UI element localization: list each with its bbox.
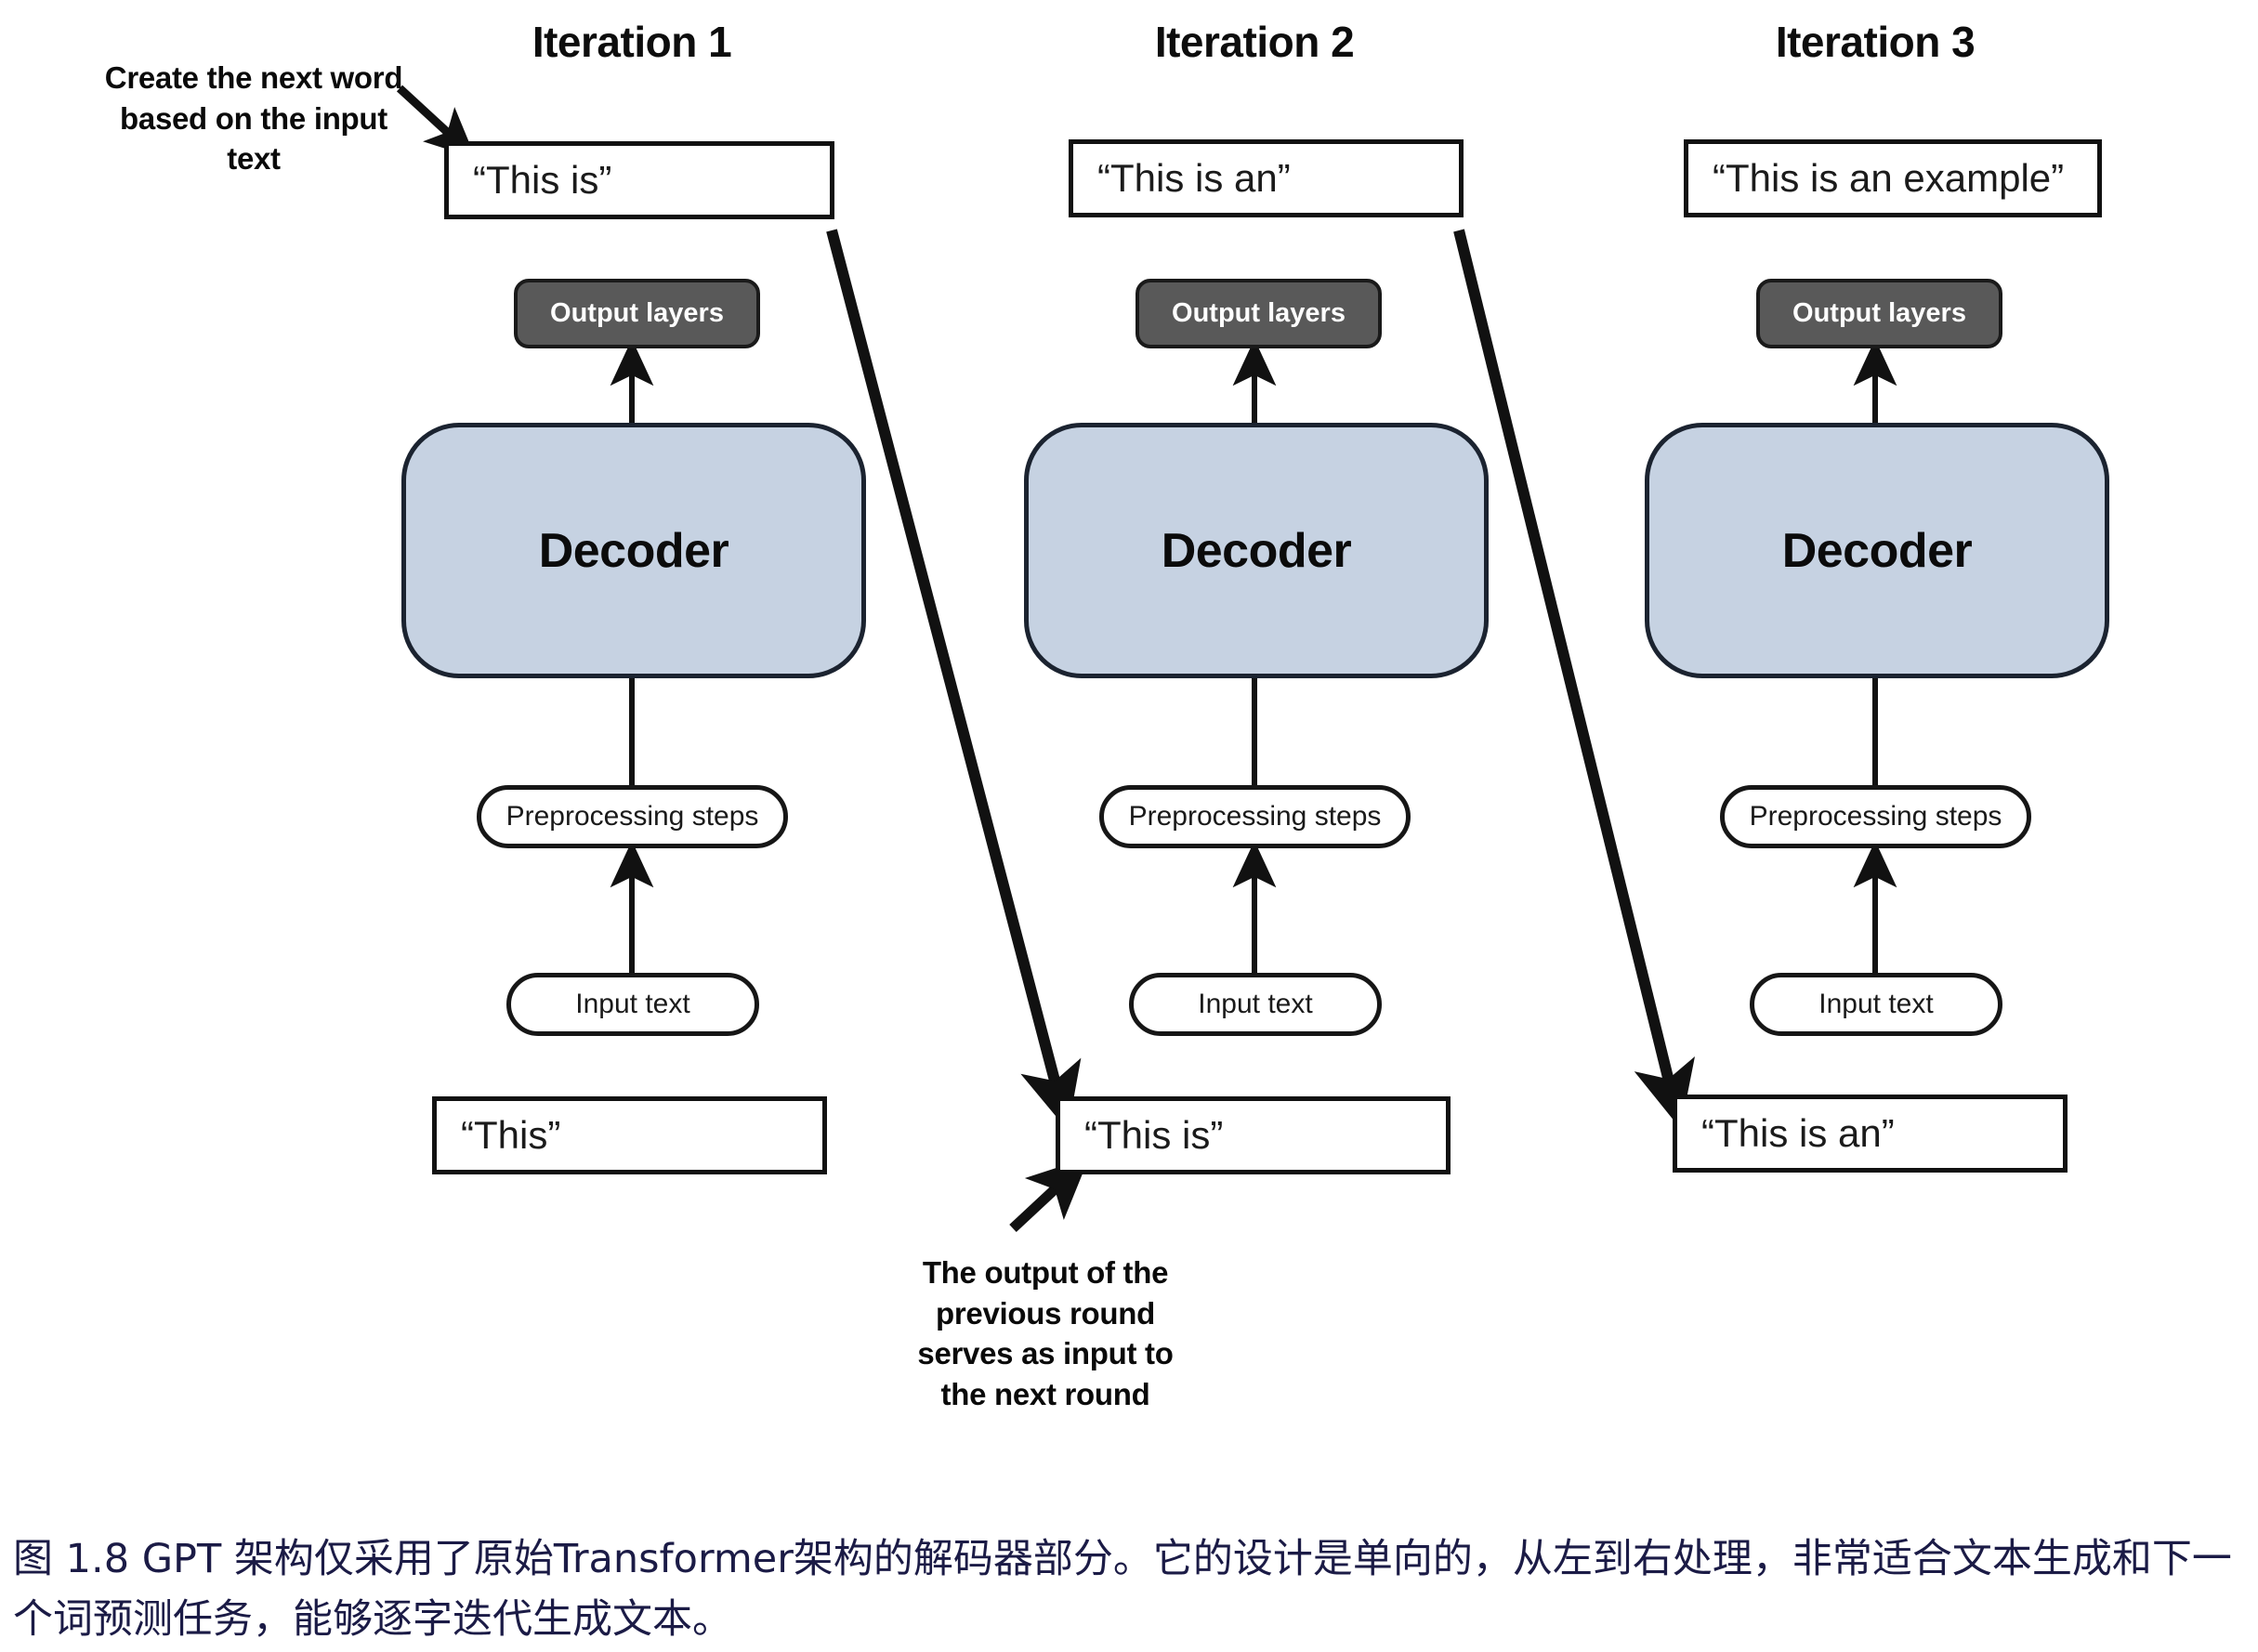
carryover-arrow-2-to-3 [1453, 229, 1695, 1129]
input-text-pill-iteration-2: Input text [1129, 973, 1382, 1036]
input-text-pill-iteration-3: Input text [1750, 973, 2002, 1036]
input-text-box-iteration-2: “This is” [1056, 1096, 1451, 1174]
output-text-box-iteration-1: “This is” [444, 141, 834, 219]
decoder-box-iteration-1: Decoder [401, 423, 866, 678]
input-text-box-iteration-1: “This” [432, 1096, 827, 1174]
carryover-arrow-1-to-2 [826, 229, 1082, 1131]
annotation-pointer-top [396, 85, 476, 159]
figure-caption: 图 1.8 GPT 架构仅采用了原始Transformer架构的解码器部分。它的… [13, 1536, 2232, 1644]
annotation-output-serves-as-input: The output of the previous round serves … [917, 1255, 1174, 1411]
output-text-box-iteration-2: “This is an” [1069, 139, 1464, 217]
decoder-box-iteration-3: Decoder [1645, 423, 2109, 678]
output-layers-box-iteration-1: Output layers [514, 279, 760, 348]
preprocessing-box-iteration-2: Preprocessing steps [1099, 785, 1411, 848]
column-title-iteration-3: Iteration 3 [1775, 18, 1976, 66]
decoder-box-iteration-2: Decoder [1024, 423, 1489, 678]
input-text-pill-iteration-1: Input text [506, 973, 759, 1036]
output-layers-box-iteration-2: Output layers [1136, 279, 1382, 348]
annotation-pointer-bottom [1009, 1157, 1090, 1233]
preprocessing-box-iteration-3: Preprocessing steps [1720, 785, 2031, 848]
preprocessing-box-iteration-1: Preprocessing steps [477, 785, 788, 848]
column-title-iteration-1: Iteration 1 [532, 18, 732, 66]
output-text-box-iteration-3: “This is an example” [1684, 139, 2102, 217]
column-title-iteration-2: Iteration 2 [1154, 18, 1355, 66]
input-text-box-iteration-3: “This is an” [1673, 1095, 2068, 1173]
annotation-create-next-word: Create the next word based on the input … [104, 60, 403, 177]
output-layers-box-iteration-3: Output layers [1756, 279, 2002, 348]
